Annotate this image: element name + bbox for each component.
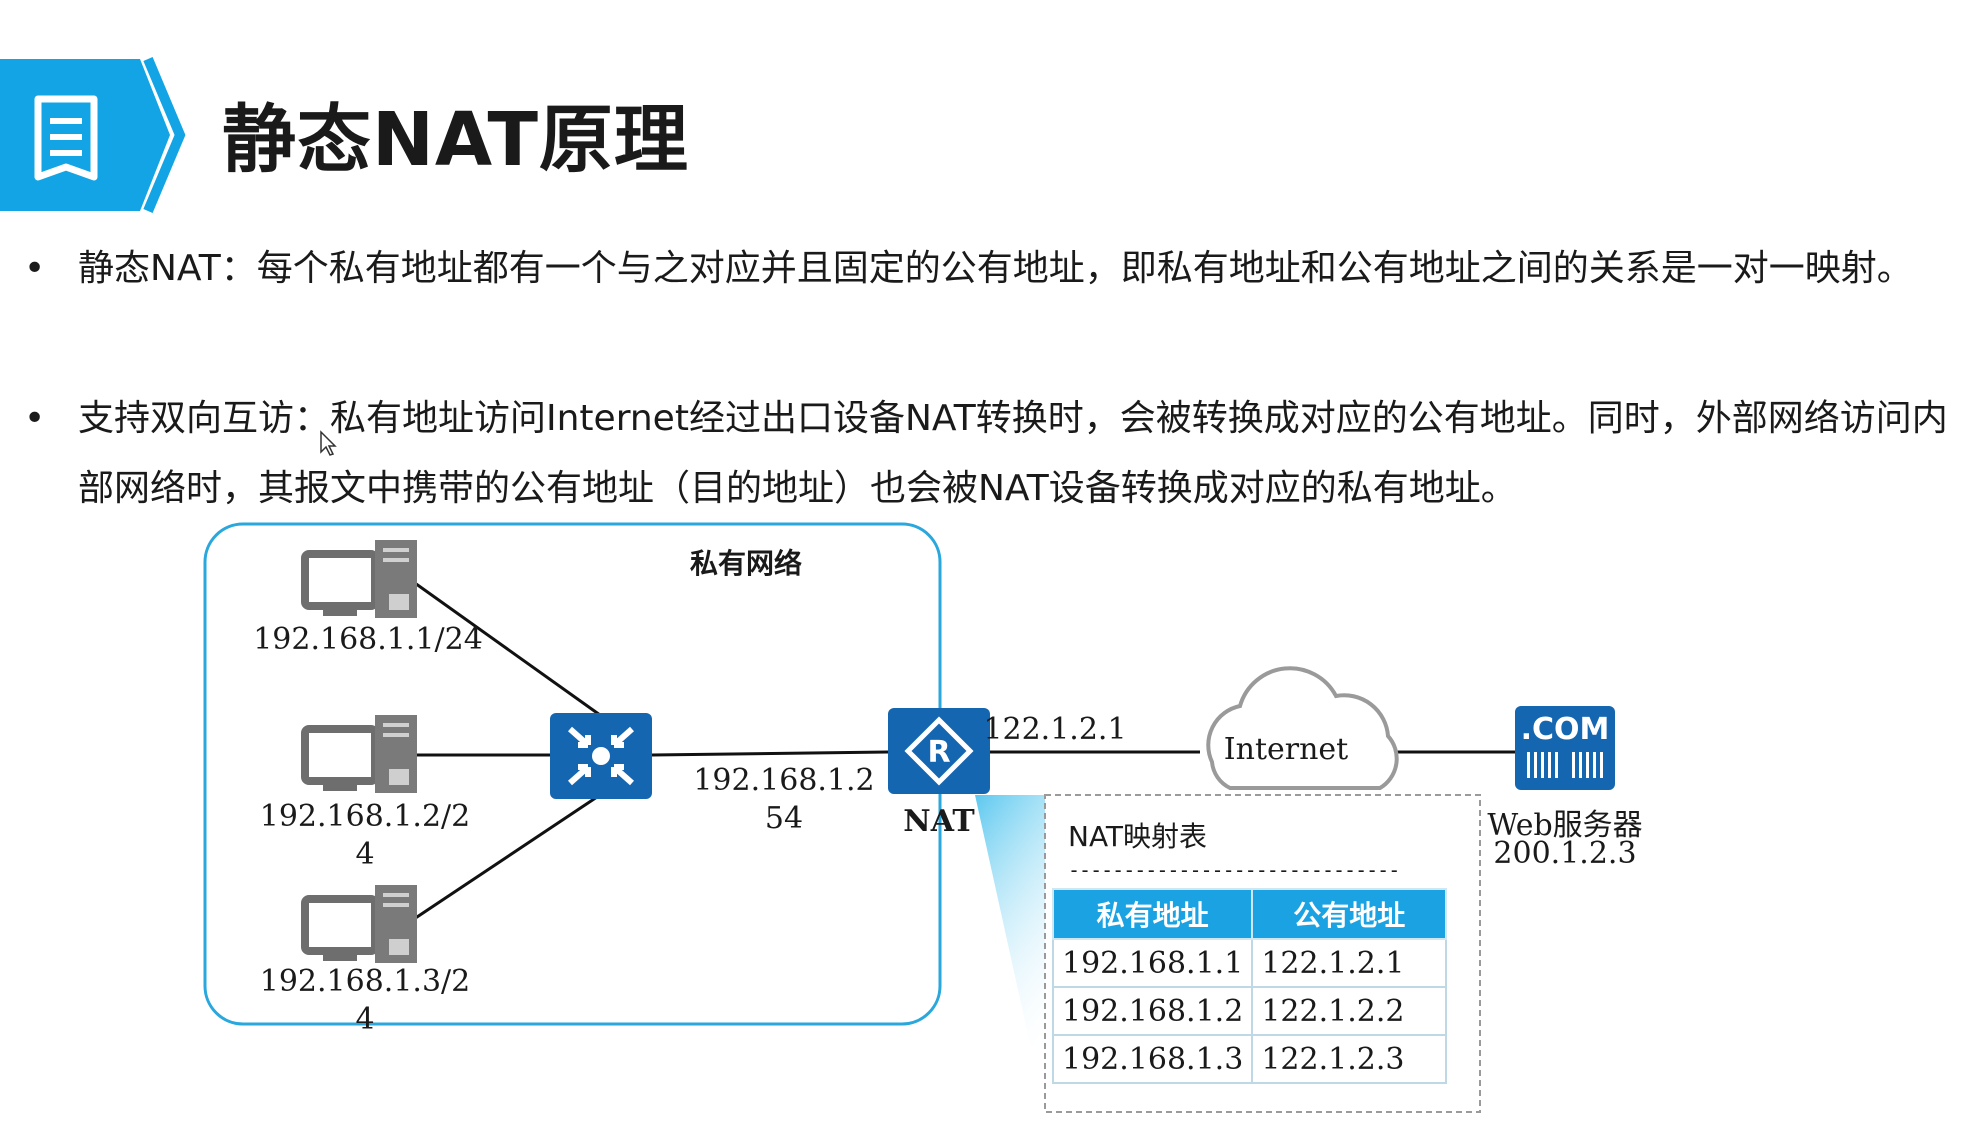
table-cell: 122.1.2.1 bbox=[1251, 938, 1448, 988]
host-ip-line: 192.168.1.3/2 bbox=[259, 964, 471, 999]
link-ip-line: 54 bbox=[764, 801, 804, 836]
link-ip-line: 192.168.1.2 bbox=[693, 763, 875, 798]
private-network-label: 私有网络 bbox=[690, 547, 803, 580]
table-row: 192.168.1.1 122.1.2.1 bbox=[1051, 938, 1448, 988]
router-public-ip: 122.1.2.1 bbox=[983, 712, 1127, 747]
mouse-cursor-icon bbox=[320, 430, 337, 456]
pc-icon bbox=[301, 715, 417, 793]
table-cell: 122.1.2.2 bbox=[1251, 986, 1448, 1036]
header-banner bbox=[0, 57, 186, 213]
cloud-icon bbox=[1206, 666, 1399, 790]
table-cell: 122.1.2.3 bbox=[1251, 1034, 1448, 1084]
column-header: 公有地址 bbox=[1251, 888, 1448, 940]
server-badge: .COM bbox=[1520, 712, 1610, 747]
table-cell: 192.168.1.3 bbox=[1051, 1034, 1254, 1084]
bullet-marker: • bbox=[24, 398, 46, 439]
bullet-text: 支持双向互访：私有地址访问Internet经过出口设备NAT转换时，会被转换成对… bbox=[78, 398, 1948, 509]
table-row: 192.168.1.3 122.1.2.3 bbox=[1051, 1034, 1448, 1084]
pc-icon bbox=[301, 540, 417, 618]
link-host1-switch bbox=[404, 574, 601, 717]
table-row: 192.168.1.2 122.1.2.2 bbox=[1051, 986, 1448, 1036]
host-2-ip: 192.168.1.2/2 4 bbox=[245, 798, 485, 874]
server-name: Web服务器 bbox=[1487, 808, 1643, 843]
switch-icon bbox=[550, 713, 652, 799]
server-ip: 200.1.2.3 bbox=[1493, 836, 1637, 871]
document-icon bbox=[34, 95, 98, 181]
bullet-text: 静态NAT：每个私有地址都有一个与之对应并且固定的公有地址，即私有地址和公有地址… bbox=[78, 248, 1913, 289]
web-server-icon bbox=[1515, 706, 1615, 790]
host-ip-line: 4 bbox=[355, 837, 375, 872]
host-3-ip: 192.168.1.3/2 4 bbox=[245, 963, 485, 1039]
pc-icon bbox=[301, 885, 417, 963]
table-header-row: 私有地址 公有地址 bbox=[1051, 888, 1448, 940]
router-icon: R bbox=[888, 708, 990, 794]
bullet-marker: • bbox=[24, 248, 46, 289]
page-title: 静态NAT原理 bbox=[222, 97, 689, 183]
nat-table-separator: ------------------------------ bbox=[1068, 858, 1400, 882]
host-ip-line: 4 bbox=[355, 1002, 375, 1037]
column-header: 私有地址 bbox=[1051, 888, 1254, 940]
router-label: NAT bbox=[903, 804, 975, 839]
host-1-ip: 192.168.1.1/24 bbox=[248, 622, 488, 657]
host-ip-line: 192.168.1.2/2 bbox=[259, 799, 471, 834]
cloud-label: Internet bbox=[1223, 732, 1349, 767]
link-switch-router bbox=[651, 750, 889, 757]
host-ip-line: 192.168.1.1/24 bbox=[253, 622, 483, 657]
nat-table-title: NAT映射表 bbox=[1068, 820, 1208, 853]
table-cell: 192.168.1.1 bbox=[1051, 938, 1254, 988]
nat-mapping-table: 私有地址 公有地址 192.168.1.1 122.1.2.1 192.168.… bbox=[1051, 888, 1448, 1084]
svg-text:R: R bbox=[927, 735, 950, 770]
table-cell: 192.168.1.2 bbox=[1051, 986, 1254, 1036]
link-ip-label: 192.168.1.2 54 bbox=[684, 762, 884, 838]
link-host3-switch bbox=[404, 793, 601, 927]
callout-wedge bbox=[975, 795, 1045, 1112]
